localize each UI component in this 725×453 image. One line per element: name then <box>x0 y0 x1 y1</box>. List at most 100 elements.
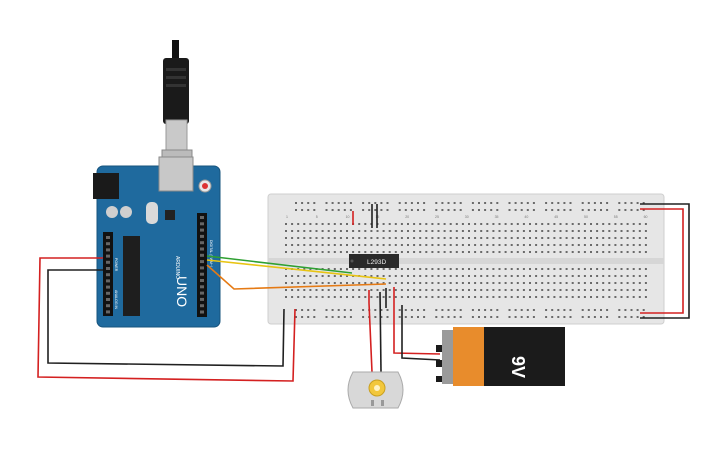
breadboard-hole[interactable] <box>291 275 294 277</box>
breadboard-hole[interactable] <box>583 282 586 284</box>
breadboard-hole[interactable] <box>364 230 367 232</box>
breadboard-hole[interactable] <box>400 268 403 270</box>
breadboard-hole[interactable] <box>388 230 391 232</box>
arduino-power-analog-pin[interactable] <box>106 273 110 277</box>
breadboard-hole[interactable] <box>577 244 580 246</box>
breadboard-hole[interactable] <box>349 202 352 204</box>
breadboard-hole[interactable] <box>419 237 422 239</box>
breadboard-hole[interactable] <box>577 223 580 225</box>
breadboard-hole[interactable] <box>535 223 538 225</box>
breadboard-hole[interactable] <box>565 268 568 270</box>
breadboard-hole[interactable] <box>547 296 550 298</box>
breadboard-hole[interactable] <box>632 289 635 291</box>
breadboard-hole[interactable] <box>404 209 407 211</box>
breadboard-hole[interactable] <box>285 230 287 232</box>
breadboard-hole[interactable] <box>388 296 391 298</box>
breadboard-hole[interactable] <box>333 268 336 270</box>
breadboard-hole[interactable] <box>577 296 580 298</box>
dc-motor[interactable] <box>347 371 404 409</box>
breadboard-hole[interactable] <box>400 296 403 298</box>
breadboard-hole[interactable] <box>307 316 310 318</box>
breadboard-hole[interactable] <box>346 251 348 253</box>
breadboard-hole[interactable] <box>532 209 535 211</box>
breadboard-hole[interactable] <box>352 251 355 253</box>
breadboard-hole[interactable] <box>352 230 355 232</box>
breadboard-hole[interactable] <box>461 251 464 253</box>
breadboard-hole[interactable] <box>327 223 330 225</box>
breadboard-hole[interactable] <box>352 289 355 291</box>
breadboard-hole[interactable] <box>559 275 562 277</box>
breadboard-hole[interactable] <box>496 202 499 204</box>
breadboard-hole[interactable] <box>608 289 611 291</box>
breadboard-hole[interactable] <box>522 268 525 270</box>
breadboard-hole[interactable] <box>358 230 361 232</box>
breadboard-hole[interactable] <box>443 244 446 246</box>
arduino-digital-pin[interactable] <box>200 266 204 270</box>
breadboard-hole[interactable] <box>455 244 458 246</box>
breadboard-hole[interactable] <box>508 202 511 204</box>
breadboard-hole[interactable] <box>349 309 352 311</box>
breadboard-hole[interactable] <box>486 282 489 284</box>
breadboard-hole[interactable] <box>331 316 334 318</box>
breadboard-hole[interactable] <box>315 251 318 253</box>
breadboard-hole[interactable] <box>398 309 401 311</box>
breadboard-hole[interactable] <box>596 282 599 284</box>
breadboard-hole[interactable] <box>606 209 609 211</box>
breadboard-hole[interactable] <box>545 316 548 318</box>
breadboard-hole[interactable] <box>541 275 544 277</box>
breadboard-hole[interactable] <box>551 209 554 211</box>
breadboard-hole[interactable] <box>358 296 361 298</box>
breadboard-hole[interactable] <box>563 202 566 204</box>
breadboard-hole[interactable] <box>529 275 531 277</box>
breadboard-hole[interactable] <box>638 244 641 246</box>
breadboard-hole[interactable] <box>364 289 367 291</box>
breadboard-hole[interactable] <box>337 202 340 204</box>
wire-motor-black[interactable] <box>379 288 387 373</box>
breadboard-hole[interactable] <box>535 244 538 246</box>
breadboard-hole[interactable] <box>364 268 367 270</box>
breadboard-hole[interactable] <box>577 282 580 284</box>
breadboard-hole[interactable] <box>620 282 623 284</box>
breadboard-hole[interactable] <box>606 202 609 204</box>
breadboard-hole[interactable] <box>315 296 318 298</box>
breadboard-hole[interactable] <box>468 244 470 246</box>
breadboard-hole[interactable] <box>327 275 330 277</box>
breadboard-hole[interactable] <box>563 209 566 211</box>
breadboard-hole[interactable] <box>551 316 554 318</box>
breadboard-hole[interactable] <box>435 309 438 311</box>
arduino-digital-pin[interactable] <box>200 272 204 276</box>
breadboard-hole[interactable] <box>449 251 452 253</box>
breadboard-hole[interactable] <box>571 230 574 232</box>
breadboard-hole[interactable] <box>636 316 639 318</box>
breadboard-hole[interactable] <box>370 230 373 232</box>
breadboard-hole[interactable] <box>600 309 602 311</box>
breadboard-hole[interactable] <box>498 268 501 270</box>
breadboard-hole[interactable] <box>333 282 336 284</box>
breadboard-hole[interactable] <box>346 289 348 291</box>
breadboard-hole[interactable] <box>400 230 403 232</box>
breadboard-hole[interactable] <box>382 289 385 291</box>
arduino-digital-pin[interactable] <box>200 253 204 257</box>
breadboard-hole[interactable] <box>644 223 647 225</box>
breadboard-hole[interactable] <box>437 251 440 253</box>
breadboard-hole[interactable] <box>596 268 599 270</box>
breadboard-hole[interactable] <box>571 289 574 291</box>
breadboard-hole[interactable] <box>583 289 586 291</box>
breadboard-hole[interactable] <box>474 275 477 277</box>
breadboard-hole[interactable] <box>394 268 397 270</box>
breadboard-hole[interactable] <box>291 244 294 246</box>
breadboard-hole[interactable] <box>522 275 525 277</box>
breadboard-hole[interactable] <box>362 209 365 211</box>
breadboard-hole[interactable] <box>569 202 572 204</box>
breadboard-hole[interactable] <box>535 289 538 291</box>
breadboard-hole[interactable] <box>614 289 617 291</box>
breadboard-hole[interactable] <box>394 275 397 277</box>
breadboard-hole[interactable] <box>520 309 523 311</box>
breadboard-hole[interactable] <box>553 289 556 291</box>
breadboard-hole[interactable] <box>358 282 361 284</box>
breadboard-hole[interactable] <box>425 268 428 270</box>
breadboard-hole[interactable] <box>557 316 560 318</box>
breadboard-hole[interactable] <box>376 230 379 232</box>
breadboard-hole[interactable] <box>362 309 365 311</box>
breadboard-hole[interactable] <box>386 309 389 311</box>
